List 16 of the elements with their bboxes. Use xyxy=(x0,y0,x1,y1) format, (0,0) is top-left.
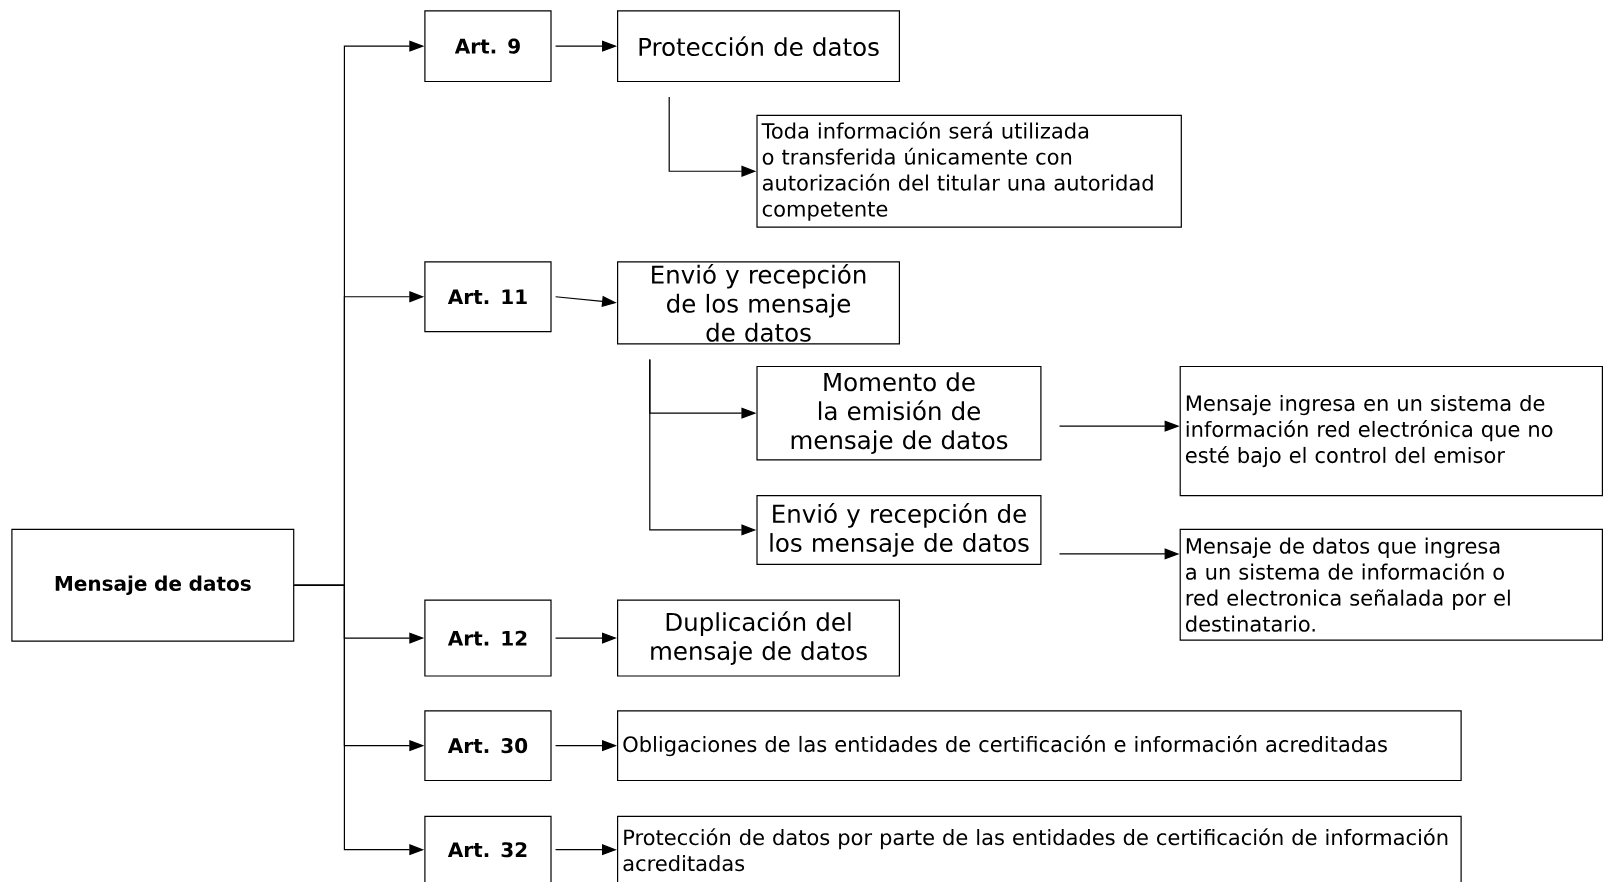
article-box: Art. 9 xyxy=(424,10,552,83)
description-box: Toda información será utilizada o transferida únicamente con autorización del titular una autoridad competente xyxy=(756,114,1182,228)
description-box: Mensaje de datos que ingresa a un sistema de información o red electronica señalada por el destinatario. xyxy=(1179,528,1603,641)
article-box: Art. 11 xyxy=(424,261,552,333)
topic-box: Momento de la emisión de mensaje de datos xyxy=(756,365,1042,461)
article-box: Art. 32 xyxy=(424,815,552,882)
topic-box: Protección de datos xyxy=(617,10,900,83)
article-box: Art. 12 xyxy=(424,599,552,677)
topic-box: Envió y recepción de los mensaje de datos xyxy=(617,261,900,345)
topic-box: Envió y recepción de los mensaje de datos xyxy=(756,495,1042,565)
article-box: Mensaje de datos xyxy=(11,528,295,642)
description-box: Obligaciones de las entidades de certificación e información acreditadas xyxy=(617,710,1462,782)
topic-box: Duplicación del mensaje de datos xyxy=(617,599,900,677)
description-box: Protección de datos por parte de las entidades de certificación de información acreditadas xyxy=(617,815,1462,882)
description-box: Mensaje ingresa en un sistema de información red electrónica que no esté bajo el control del emisor xyxy=(1179,365,1603,497)
article-box: Art. 30 xyxy=(424,710,552,782)
